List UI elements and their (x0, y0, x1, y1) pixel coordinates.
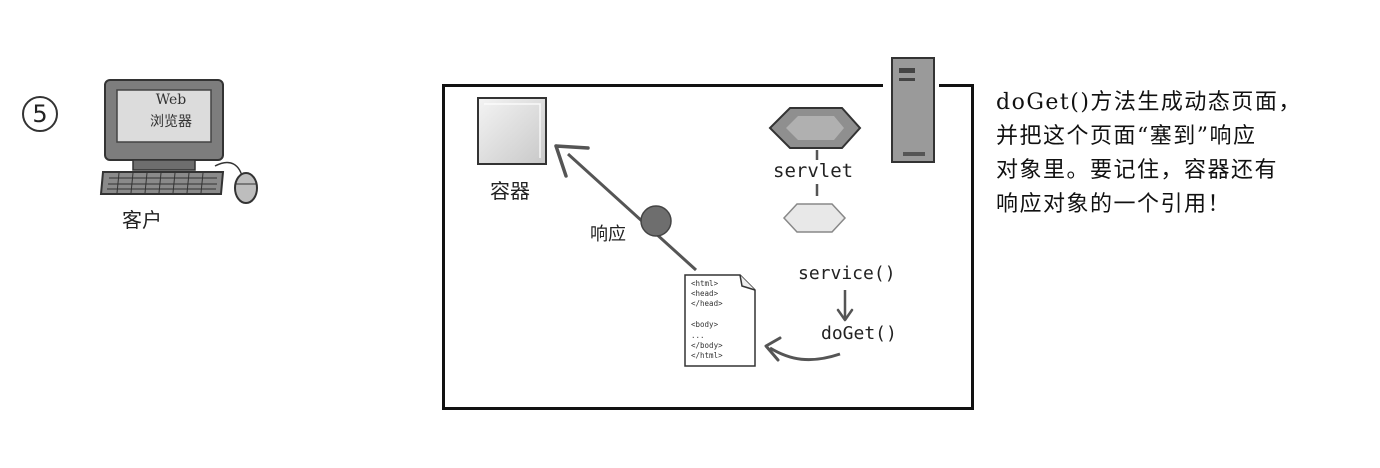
servlet-label: servlet (773, 160, 854, 182)
response-label: 响应 (590, 224, 626, 245)
container-box-icon (477, 97, 547, 165)
html-document-icon: <html> <head> </head> <body> ... </body>… (684, 274, 756, 367)
doget-method-label: doGet() (821, 323, 897, 344)
step-number-text: 5 (32, 100, 48, 128)
service-method-label: service() (798, 263, 896, 284)
browser-screen-text-1: Web (155, 92, 187, 108)
explanation-text: doGet()方法生成动态页面， 并把这个页面“塞到”响应 对象里。要记住，容器… (996, 86, 1366, 222)
explanation-line: 对象里。要记住，容器还有 (996, 158, 1279, 183)
step-number-badge: 5 (22, 96, 58, 132)
doc-line: <body> (691, 320, 719, 329)
response-object-icon (640, 205, 672, 237)
explanation-line: 并把这个页面“塞到”响应 (996, 124, 1257, 149)
thread-hexagon-icon (782, 203, 847, 233)
doc-line: ... (691, 331, 705, 340)
browser-screen-text-2: 浏览器 (150, 114, 192, 130)
client-label: 客户 (122, 208, 162, 232)
server-tower-icon (883, 55, 939, 167)
doc-line: </body> (691, 341, 723, 350)
explanation-line: 响应对象的一个引用！ (996, 192, 1232, 217)
container-label: 容器 (490, 179, 530, 203)
doc-line: <html> (691, 279, 719, 288)
explanation-line: doGet()方法生成动态页面， (996, 90, 1302, 115)
document-page-shape (684, 274, 756, 367)
doc-line: </html> (691, 351, 723, 360)
client-computer-icon (99, 79, 258, 204)
doc-line: <head> (691, 289, 719, 298)
doc-line: </head> (691, 299, 723, 308)
